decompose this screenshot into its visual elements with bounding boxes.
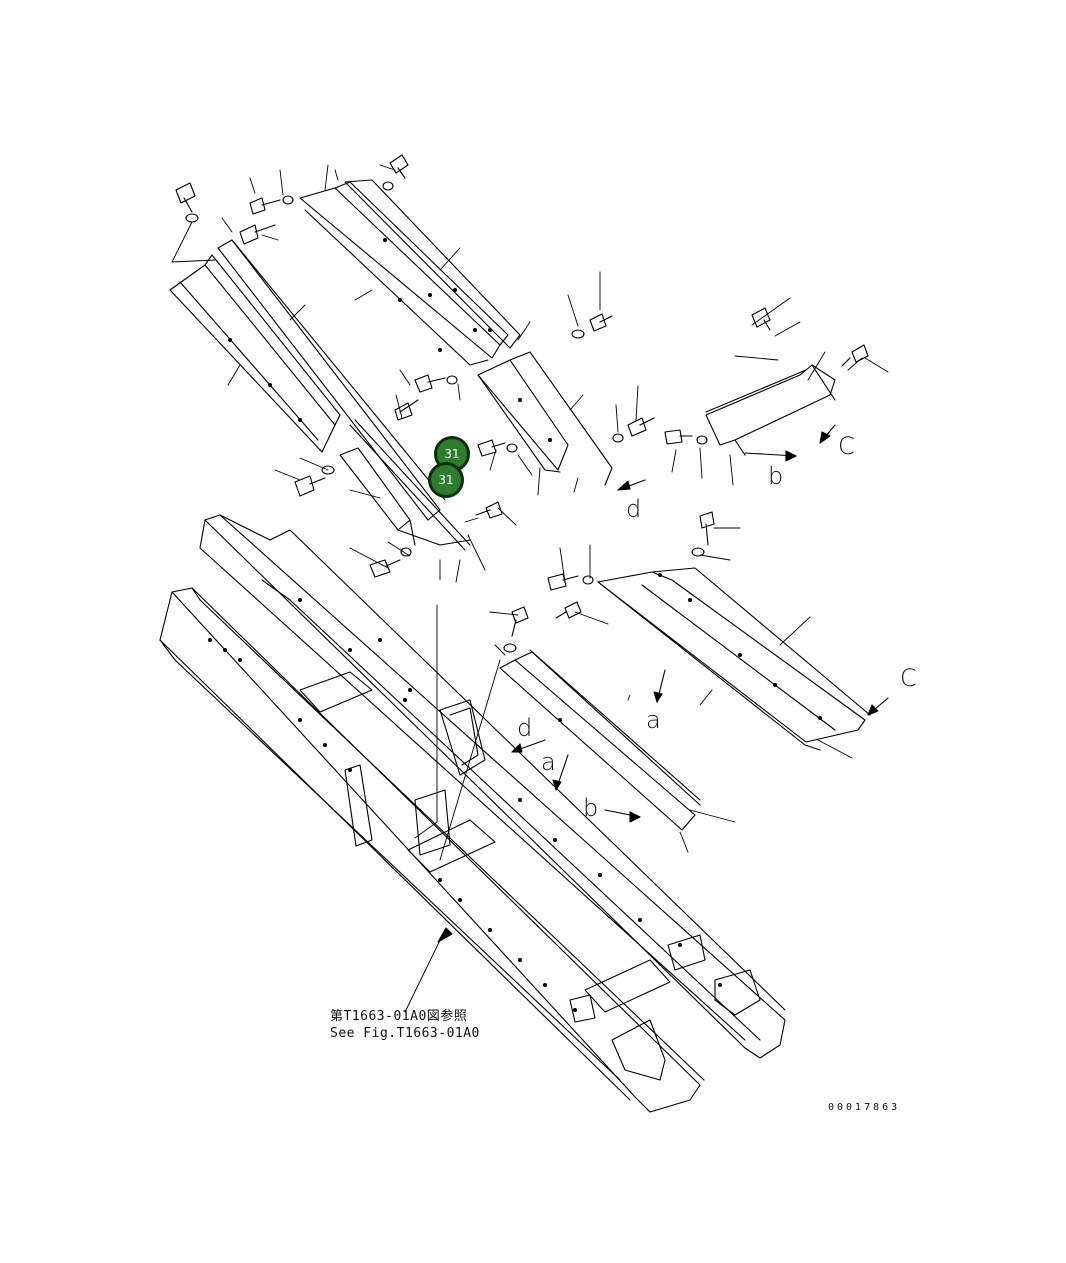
bolts-and-washers [175,154,869,653]
callout-letter-a-lower: a [541,748,556,776]
lower-right-cover-group [499,567,871,831]
upper-right-small-cover [705,364,836,456]
callout-letter-d-lower: d [517,714,533,742]
reference-note: 第T1663-01A0図参照 See Fig.T1663-01A0 [330,1008,480,1042]
drawing-number: 00017863 [828,1102,901,1113]
callout-letter-c-lower: C [900,664,917,692]
part-31-badge-lower[interactable]: 31 [428,462,464,498]
leader-lines [171,164,889,1013]
callout-letter-c-upper: C [838,432,855,460]
reference-note-japanese: 第T1663-01A0図参照 [330,1009,468,1024]
callout-letter-a-upper: a [646,706,661,734]
reference-note-english: See Fig.T1663-01A0 [330,1026,480,1041]
callout-arrows [437,424,889,943]
main-frame [159,514,786,1113]
callout-letter-b-lower: b [583,794,599,822]
upper-left-cover-group [169,179,613,551]
callout-letter-b-upper: b [768,462,784,490]
callout-letter-d-upper: d [626,495,642,523]
